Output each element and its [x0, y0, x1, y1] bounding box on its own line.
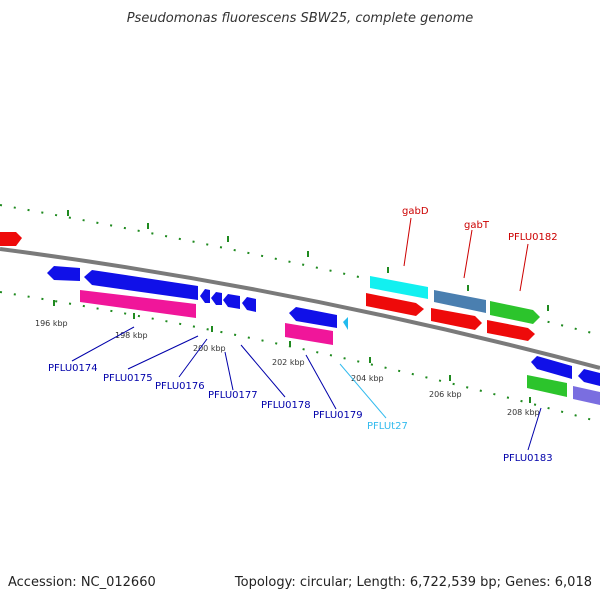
- gene-arrow[interactable]: [211, 292, 222, 305]
- gene-features: [0, 232, 600, 405]
- tick-label: 198 kbp: [115, 331, 148, 340]
- lower-tick-track: [0, 291, 600, 423]
- gene-arrow[interactable]: [84, 270, 198, 300]
- label-gabt: gabT: [464, 220, 490, 231]
- topology-text: Topology: circular; Length: 6,722,539 bp…: [234, 575, 592, 590]
- callout-lines: [71, 217, 542, 451]
- tick-label: 202 kbp: [272, 358, 305, 367]
- tick-label: 196 kbp: [35, 319, 68, 328]
- gene-block[interactable]: [285, 323, 333, 345]
- label-pflu0175: PFLU0175: [103, 373, 153, 384]
- major-ticks: [53, 210, 549, 403]
- tick-label: 206 kbp: [429, 390, 462, 399]
- gene-block[interactable]: [573, 386, 600, 405]
- label-pflut27: PFLUt27: [367, 421, 408, 432]
- label-pflu0178: PFLU0178: [261, 400, 311, 411]
- genome-backbone: [0, 247, 600, 370]
- gene-labels: gabD gabT PFLU0182 PFLU0174 PFLU0175 PFL…: [48, 206, 558, 464]
- tick-label: 204 kbp: [351, 374, 384, 383]
- gene-arrow[interactable]: [223, 294, 240, 309]
- gene-arrow[interactable]: [531, 356, 572, 379]
- gene-arrow[interactable]: [289, 307, 337, 328]
- label-pflu0179: PFLU0179: [313, 410, 363, 421]
- gene-block[interactable]: [434, 290, 486, 313]
- label-pflu0174: PFLU0174: [48, 363, 98, 374]
- gene-arrow[interactable]: [578, 369, 600, 386]
- tick-labels: 196 kbp 198 kbp 200 kbp 202 kbp 204 kbp …: [35, 319, 540, 417]
- gene-arrow[interactable]: [47, 266, 80, 281]
- gene-arrow[interactable]: [490, 301, 540, 324]
- label-pflu0177: PFLU0177: [208, 390, 258, 401]
- gene-arrow[interactable]: [343, 317, 348, 330]
- upper-tick-track: [0, 204, 600, 336]
- gene-arrow[interactable]: [487, 320, 535, 341]
- gene-block[interactable]: [527, 375, 567, 397]
- tick-label: 208 kbp: [507, 408, 540, 417]
- gene-arrow[interactable]: [242, 297, 256, 312]
- gene-arrow[interactable]: [431, 308, 482, 330]
- gene-arrow[interactable]: [200, 289, 210, 303]
- gene-arrow[interactable]: [366, 293, 424, 316]
- gene-arrow[interactable]: [0, 232, 22, 246]
- label-pflu0182: PFLU0182: [508, 232, 558, 243]
- gene-block[interactable]: [80, 290, 196, 318]
- accession-text: Accession: NC_012660: [8, 575, 156, 590]
- gene-block[interactable]: [370, 276, 428, 299]
- label-pflu0176: PFLU0176: [155, 381, 205, 392]
- genome-title: Pseudomonas fluorescens SBW25, complete …: [127, 11, 474, 26]
- label-pflu0183: PFLU0183: [503, 453, 553, 464]
- tick-label: 200 kbp: [193, 344, 226, 353]
- label-gabd: gabD: [402, 206, 429, 217]
